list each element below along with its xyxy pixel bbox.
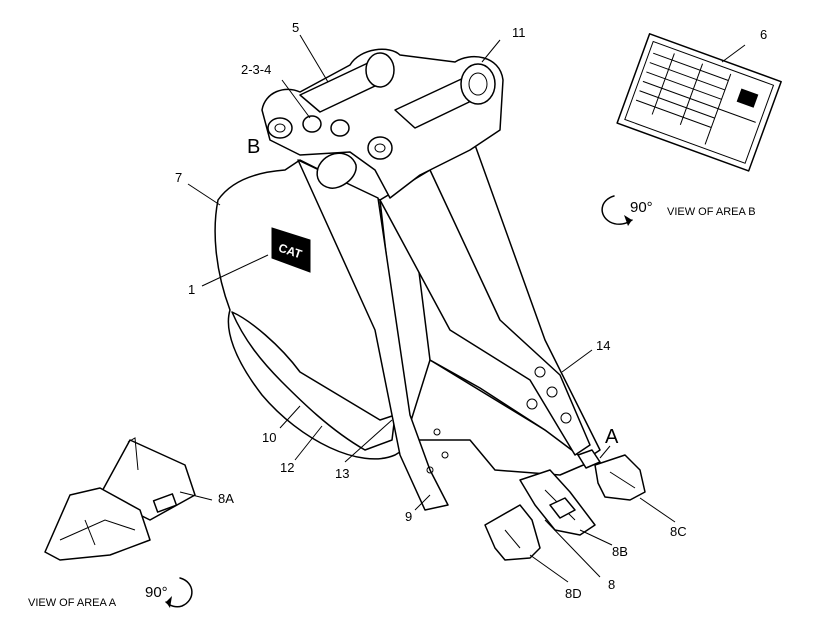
pin-5-end	[365, 52, 395, 88]
lifting-eye	[316, 152, 357, 189]
cat-logo-plate: CAT	[271, 227, 311, 273]
bucket-wear-strip	[231, 311, 396, 451]
callout-5: 5	[292, 20, 299, 35]
callout-1: 1	[188, 282, 195, 297]
strap-holes	[426, 366, 572, 474]
rotation-a-label: 90°	[145, 584, 168, 601]
rotation-b-label: 90°	[630, 199, 653, 216]
callout-8b: 8B	[612, 544, 628, 559]
pin-11-end	[460, 63, 496, 105]
bolt-boss	[330, 119, 350, 137]
tooth-adapter	[549, 497, 576, 519]
bucket-body	[214, 144, 601, 511]
detail-a-pin	[152, 493, 178, 513]
callout-8: 8	[608, 577, 615, 592]
leader-lines	[179, 34, 746, 583]
callout-13: 13	[335, 466, 349, 481]
callout-9: 9	[405, 509, 412, 524]
callout-8c: 8C	[670, 524, 687, 539]
callout-2-3-4: 2-3-4	[241, 62, 271, 77]
callout-11: 11	[512, 25, 526, 40]
callout-12: 12	[280, 460, 294, 475]
rotation-arrow-b-icon	[601, 195, 633, 226]
bucket-lip	[404, 359, 596, 476]
bucket-teeth	[484, 449, 646, 561]
tooth-8c	[594, 454, 646, 501]
bucket-side-strap	[297, 159, 449, 511]
bucket-rear-strap	[379, 169, 591, 456]
detail-area-b	[616, 33, 782, 172]
callout-7: 7	[175, 170, 182, 185]
tooth-adapter-2	[577, 449, 601, 469]
callout-8a: 8A	[218, 491, 234, 506]
callout-14: 14	[596, 338, 610, 353]
callout-6: 6	[760, 27, 767, 42]
detail-b-plate-grid	[635, 52, 759, 145]
tooth-8d	[484, 504, 541, 561]
area-b-marker: B	[247, 136, 260, 158]
bolt-2-3-4	[302, 115, 322, 133]
rotation-arrow-a-icon	[165, 577, 193, 608]
pin-boss-left	[267, 117, 293, 139]
pin-boss-right	[367, 136, 393, 160]
detail-area-a	[44, 437, 196, 561]
callout-10: 10	[262, 430, 276, 445]
view-area-a-caption: VIEW OF AREA A	[28, 597, 117, 609]
detail-a-tooth	[44, 487, 151, 561]
callout-8d: 8D	[565, 586, 582, 601]
view-area-b-caption: VIEW OF AREA B	[667, 206, 756, 218]
area-a-marker: A	[605, 426, 619, 448]
